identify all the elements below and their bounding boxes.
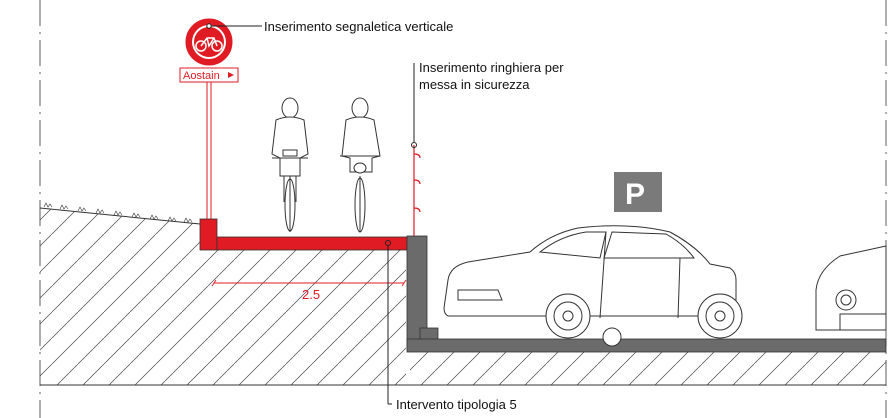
cyclist-front-view <box>271 97 309 232</box>
sign-callout-dot <box>206 23 212 29</box>
railing-callout-dot <box>411 142 417 148</box>
bicycle-icon <box>195 37 223 52</box>
cyclist-back-view <box>340 97 381 233</box>
grass-texture <box>43 202 193 223</box>
cycle-path <box>199 218 408 251</box>
dimension-value: 2.5 <box>302 287 320 302</box>
parking-sign: P <box>614 172 662 212</box>
safety-railing <box>413 145 421 236</box>
right-ground <box>410 352 886 385</box>
label-intervention: Intervento tipologia 5 <box>396 397 517 412</box>
label-railing-line2: messa in sicurezza <box>419 77 530 92</box>
sign-plate-text: Aostain <box>183 70 220 82</box>
parking-letter: P <box>625 178 645 211</box>
label-railing-line1: Inserimento ringhiera per <box>419 60 564 75</box>
arrow-icon <box>228 72 234 78</box>
sign-plate <box>179 67 239 83</box>
dimension-line <box>211 279 407 287</box>
parked-sedan <box>443 225 743 347</box>
label-vertical-signage: Inserimento segnaletica verticale <box>264 19 453 34</box>
left-embankment-ground <box>39 207 406 385</box>
parked-car-partial <box>815 245 887 331</box>
road-surface <box>406 338 887 353</box>
retaining-wall <box>406 235 439 349</box>
signage-post <box>185 18 233 219</box>
